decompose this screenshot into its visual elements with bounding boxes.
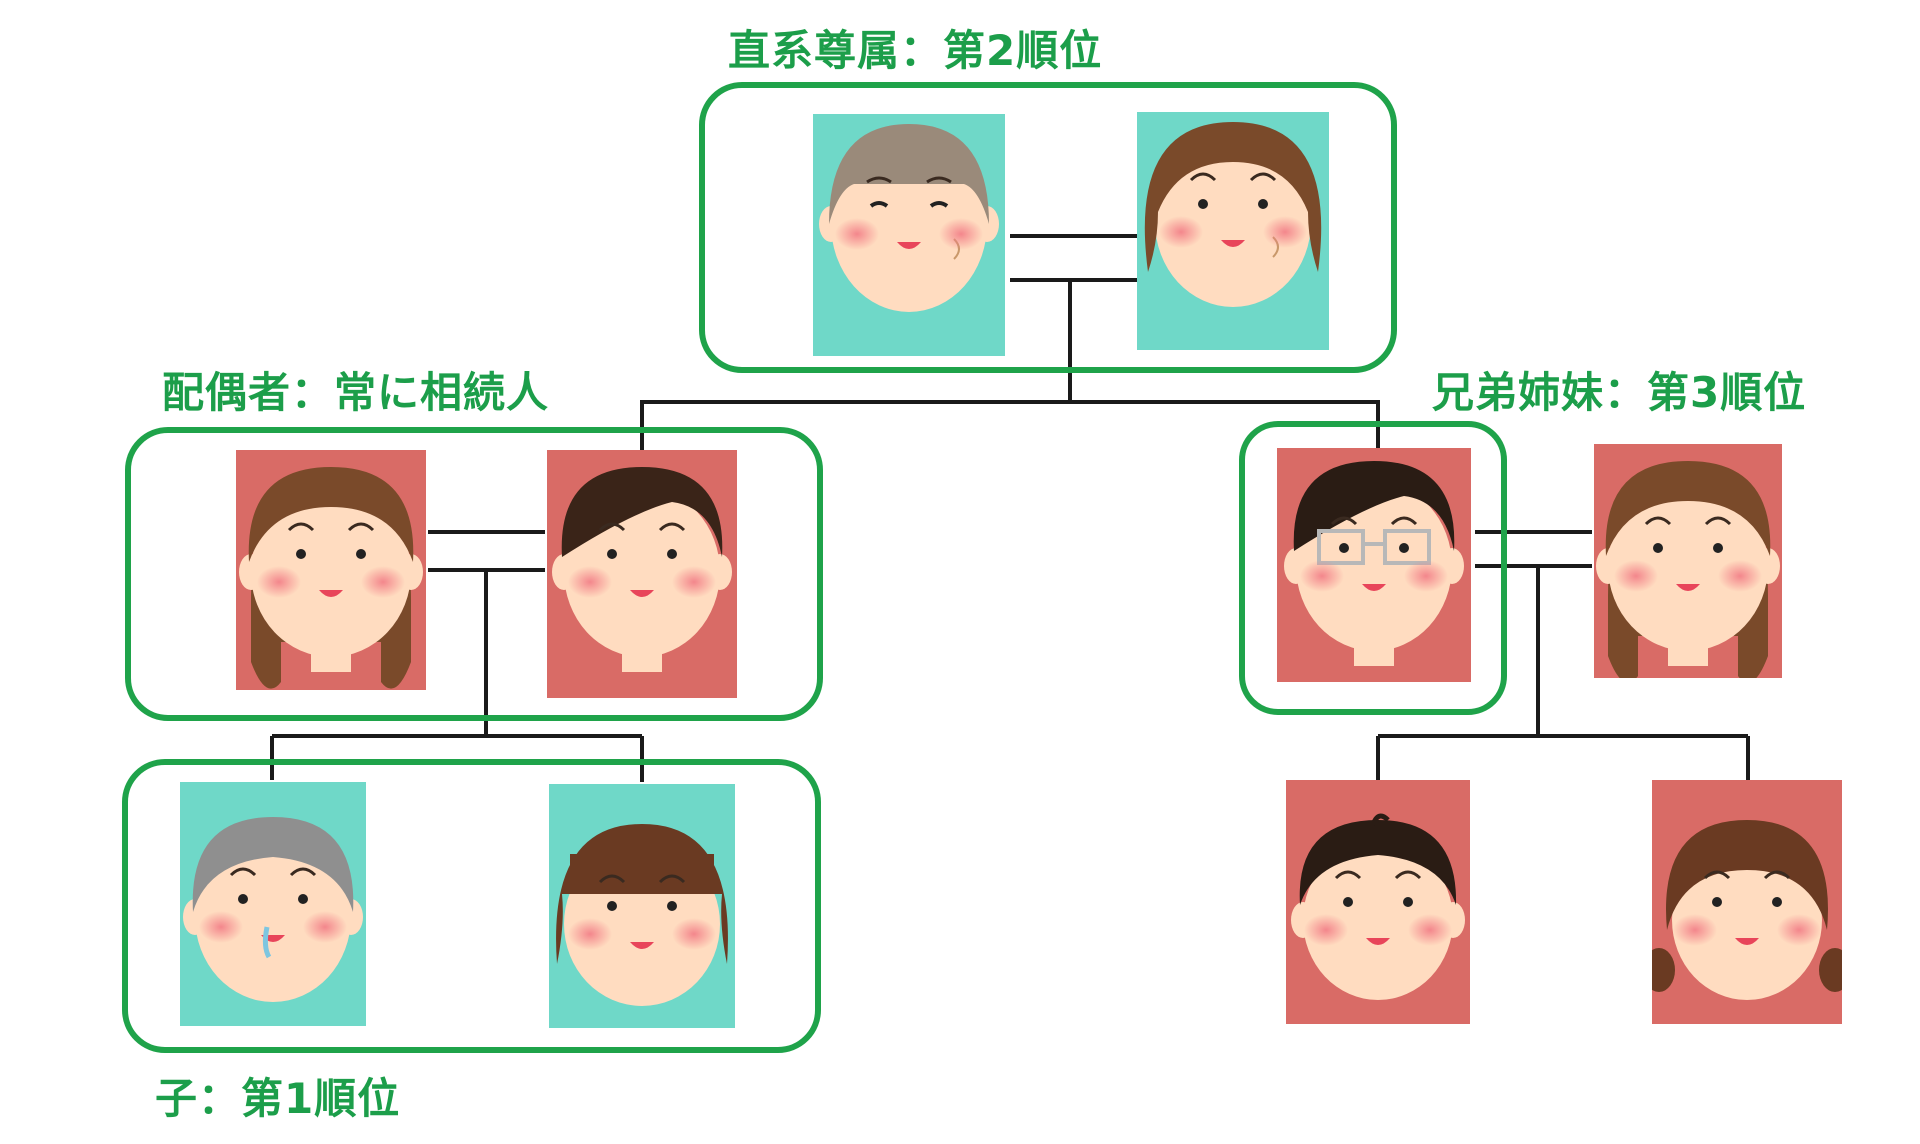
group-box-children xyxy=(122,759,821,1053)
group-box-ancestors xyxy=(699,82,1397,373)
label-ancestors-second-rank: 直系尊属：第2順位 xyxy=(728,26,1103,75)
woman-apron-icon xyxy=(239,467,423,802)
portrait-sister-in-law xyxy=(1594,444,1782,796)
portrait-self-husband xyxy=(547,450,737,698)
portrait-nephew xyxy=(1286,780,1470,1024)
portrait-child-son xyxy=(180,782,366,1026)
connector-lines xyxy=(270,234,1750,782)
label-children-first-rank: 子：第1順位 xyxy=(155,1074,401,1123)
portrait-brother xyxy=(1277,448,1471,682)
portrait-grandfather xyxy=(813,114,1005,356)
group-box-brother xyxy=(1239,421,1507,715)
group-box-spouse xyxy=(125,427,823,721)
portrait-grandmother xyxy=(1137,112,1329,350)
label-spouse-always-heir: 配偶者：常に相続人 xyxy=(162,368,550,417)
woman-apron-icon xyxy=(1596,461,1780,796)
label-siblings-third-rank: 兄弟姉妹：第3順位 xyxy=(1432,368,1807,417)
portrait-spouse-wife xyxy=(236,450,426,802)
portrait-child-daughter xyxy=(549,784,735,1028)
portrait-niece xyxy=(1652,780,1842,1024)
